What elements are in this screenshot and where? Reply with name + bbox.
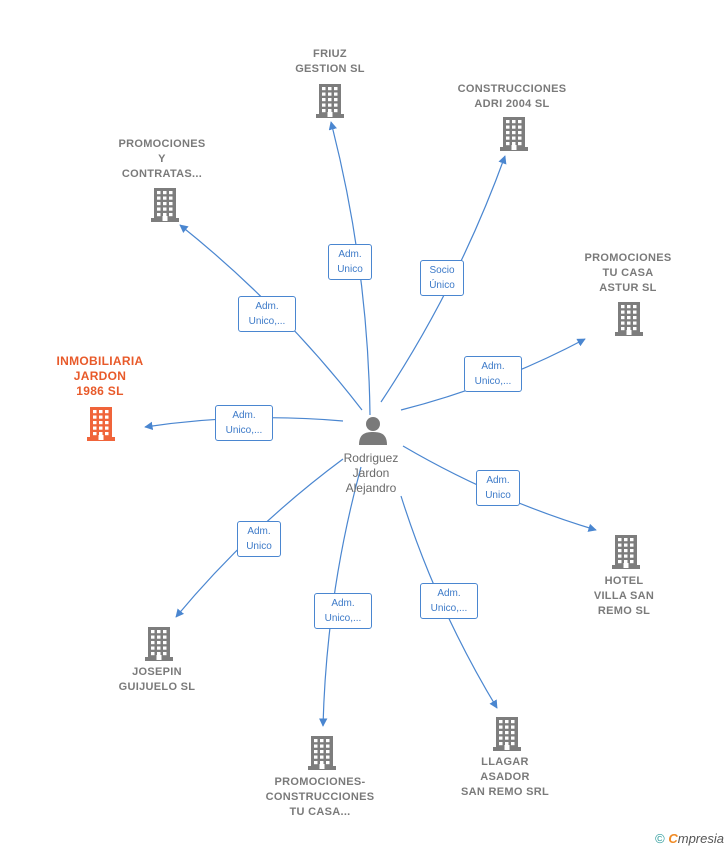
role-box-josepin-guijuelo[interactable]: Adm. Unico [237,521,281,557]
role-box-promociones-construcciones[interactable]: Adm. Unico,... [314,593,372,629]
person-name[interactable]: Rodriguez Jardon Alejandro [343,451,399,495]
company-label-friuz[interactable]: FRIUZ GESTION SL [295,48,365,75]
building-icon-hotel-villa-san-remo[interactable] [610,533,642,574]
company-label-promociones-contratas[interactable]: PROMOCIONES Y CONTRATAS... [118,138,206,180]
building-icon-josepin-guijuelo[interactable] [143,625,175,666]
brand-logo: Cmpresia [668,831,724,846]
role-box-llagar-asador[interactable]: Adm. Unico,... [420,583,478,619]
role-box-inmobiliaria-jardon[interactable]: Adm. Unico,... [215,405,273,441]
building-icon-construcciones-adri[interactable] [498,115,530,156]
company-label-inmobiliaria-jardon[interactable]: INMOBILIARIA JARDON 1986 SL [56,354,144,398]
company-label-josepin-guijuelo[interactable]: JOSEPIN GUIJUELO SL [118,666,196,693]
company-label-hotel-villa-san-remo[interactable]: HOTEL VILLA SAN REMO SL [593,575,655,617]
building-icon-friuz[interactable] [314,82,346,123]
footer-brand: © Cmpresia [655,831,724,846]
company-label-promociones-tu-casa-astur[interactable]: PROMOCIONES TU CASA ASTUR SL [584,252,672,294]
building-icon-promociones-contratas[interactable] [149,186,181,227]
building-icon-promociones-tu-casa-astur[interactable] [613,300,645,341]
company-label-construcciones-adri[interactable]: CONSTRUCCIONES ADRI 2004 SL [457,83,567,110]
role-box-hotel-villa-san-remo[interactable]: Adm. Unico [476,470,520,506]
copyright-icon: © [655,831,665,846]
role-box-construcciones-adri[interactable]: Socio Único [420,260,464,296]
company-label-promociones-construcciones[interactable]: PROMOCIONES- CONSTRUCCIONES TU CASA... [265,776,375,818]
role-box-promociones-tu-casa-astur[interactable]: Adm. Unico,... [464,356,522,392]
role-box-friuz[interactable]: Adm. Unico [328,244,372,280]
company-label-llagar-asador[interactable]: LLAGAR ASADOR SAN REMO SRL [461,756,549,798]
person-icon[interactable] [357,414,389,446]
role-box-promociones-contratas[interactable]: Adm. Unico,... [238,296,296,332]
building-icon-inmobiliaria-jardon[interactable] [85,405,117,446]
building-icon-llagar-asador[interactable] [491,715,523,756]
building-icon-promociones-construcciones[interactable] [306,734,338,775]
